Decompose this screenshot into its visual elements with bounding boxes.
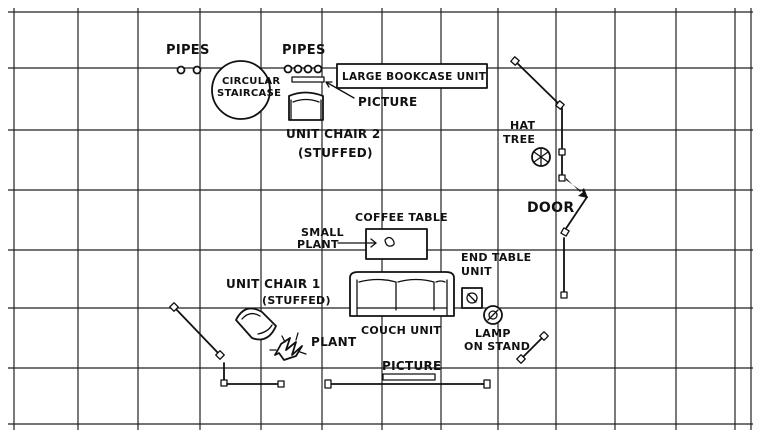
pipes-left: PIPES bbox=[166, 43, 210, 75]
large-bookcase-unit: LARGE BOOKCASE UNIT bbox=[336, 63, 488, 89]
coffee-table-label: COFFEE TABLE bbox=[355, 211, 448, 224]
couch-unit: COUCH UNIT bbox=[349, 271, 455, 337]
lower-left-wall bbox=[169, 302, 285, 388]
hat-tree-label-line2: TREE bbox=[503, 133, 535, 146]
door: DOOR bbox=[510, 56, 588, 299]
end-table-unit: END TABLE UNIT bbox=[461, 251, 531, 309]
small-plant: SMALL PLANT bbox=[297, 226, 377, 251]
hat-tree-label-line1: HAT bbox=[510, 119, 535, 132]
picture-top: PICTURE bbox=[291, 76, 418, 109]
picture-top-label: PICTURE bbox=[358, 95, 418, 109]
small-plant-label-line1: SMALL bbox=[301, 226, 344, 239]
picture-bottom: PICTURE bbox=[324, 359, 491, 389]
pipes-right-label: PIPES bbox=[282, 43, 326, 58]
couch-unit-label: COUCH UNIT bbox=[361, 324, 441, 337]
end-table-label-line1: END TABLE bbox=[461, 251, 531, 264]
staircase-label-line1: CIRCULAR bbox=[222, 76, 280, 87]
picture-bottom-label: PICTURE bbox=[382, 359, 442, 373]
plant-label: PLANT bbox=[311, 335, 357, 349]
lower-right-wall bbox=[516, 331, 549, 364]
plant: PLANT bbox=[269, 332, 357, 361]
unit-chair-2-label-line1: UNIT CHAIR 2 bbox=[286, 127, 381, 141]
end-table-label-line2: UNIT bbox=[461, 265, 492, 278]
circular-staircase: CIRCULAR STAIRCASE bbox=[211, 60, 281, 120]
hat-tree: HAT TREE bbox=[503, 119, 551, 167]
unit-chair-2: UNIT CHAIR 2 (STUFFED) bbox=[286, 91, 381, 160]
lamp-label-line1: LAMP bbox=[475, 327, 511, 340]
pipes-right: PIPES bbox=[282, 43, 326, 74]
lamp-on-stand: LAMP ON STAND bbox=[464, 305, 530, 353]
unit-chair-2-label-line2: (STUFFED) bbox=[298, 146, 373, 160]
unit-chair-1-label-line1: UNIT CHAIR 1 bbox=[226, 277, 321, 291]
staircase-label-line2: STAIRCASE bbox=[217, 88, 281, 99]
unit-chair-1-label-line2: (STUFFED) bbox=[262, 294, 331, 307]
unit-chair-1: UNIT CHAIR 1 (STUFFED) bbox=[226, 277, 331, 341]
pipes-left-label: PIPES bbox=[166, 43, 210, 58]
small-plant-label-line2: PLANT bbox=[297, 238, 339, 251]
lamp-label-line2: ON STAND bbox=[464, 340, 530, 353]
door-label: DOOR bbox=[527, 200, 574, 216]
bookcase-label: LARGE BOOKCASE UNIT bbox=[342, 71, 487, 83]
coffee-table: COFFEE TABLE bbox=[355, 211, 448, 260]
